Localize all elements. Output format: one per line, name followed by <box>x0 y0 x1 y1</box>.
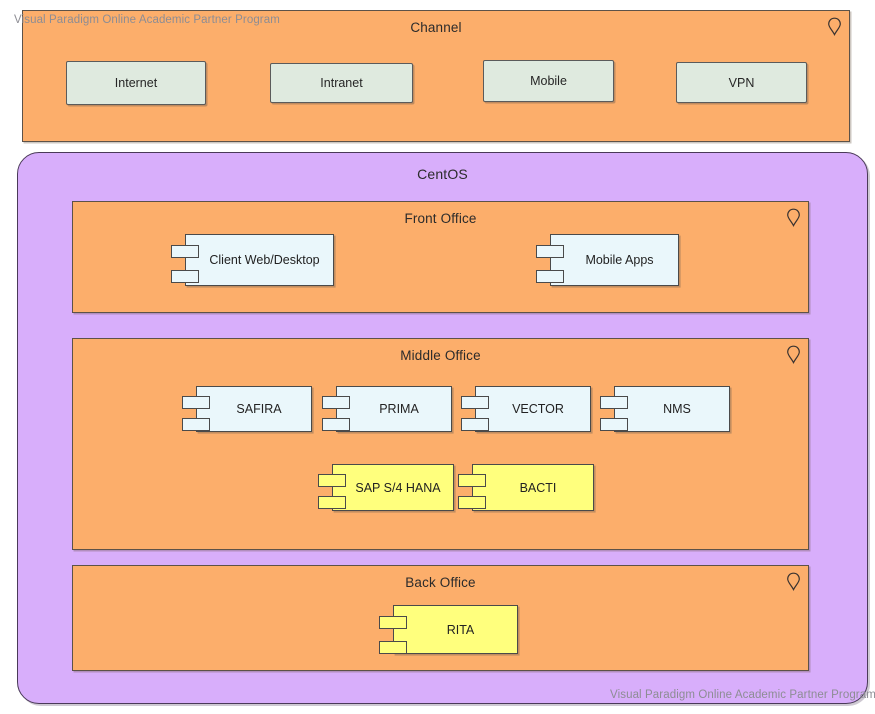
component-port-top-icon <box>379 616 407 629</box>
component-body: VECTOR <box>475 386 591 432</box>
component-label: Mobile Apps <box>585 253 654 267</box>
component-port-bottom-icon <box>182 418 210 431</box>
component-prima[interactable]: PRIMA <box>322 386 452 432</box>
component-port-top-icon <box>458 474 486 487</box>
component-port-top-icon <box>536 245 564 258</box>
component-rita[interactable]: RITA <box>379 605 518 654</box>
channel-box-vpn[interactable]: VPN <box>676 62 807 103</box>
component-port-top-icon <box>600 396 628 409</box>
node-middle-office[interactable]: Middle Office SAFIRA PRIMA <box>72 338 809 550</box>
component-client-web-desktop[interactable]: Client Web/Desktop <box>171 234 334 286</box>
component-port-top-icon <box>171 245 199 258</box>
node-front-office-title: Front Office <box>404 211 477 226</box>
component-sap-s4-hana[interactable]: SAP S/4 HANA <box>318 464 454 511</box>
component-body: RITA <box>393 605 518 654</box>
component-label: NMS <box>663 402 691 416</box>
component-vector[interactable]: VECTOR <box>461 386 591 432</box>
channel-box-label: Intranet <box>320 76 363 90</box>
component-nms[interactable]: NMS <box>600 386 730 432</box>
component-body: PRIMA <box>336 386 452 432</box>
component-body: SAP S/4 HANA <box>332 464 454 511</box>
watermark-top: Visual Paradigm Online Academic Partner … <box>14 14 280 26</box>
node-middle-office-title: Middle Office <box>400 348 481 363</box>
component-label: SAFIRA <box>236 402 282 416</box>
component-label: RITA <box>446 622 475 637</box>
component-port-top-icon <box>322 396 350 409</box>
component-port-bottom-icon <box>536 270 564 283</box>
component-label: Client Web/Desktop <box>209 253 320 267</box>
component-bacti[interactable]: BACTI <box>458 464 594 511</box>
component-safira[interactable]: SAFIRA <box>182 386 312 432</box>
node-marker-icon <box>827 17 842 36</box>
component-body: NMS <box>614 386 730 432</box>
component-label: SAP S/4 HANA <box>355 480 441 495</box>
component-port-bottom-icon <box>379 641 407 654</box>
component-body: BACTI <box>472 464 594 511</box>
component-port-top-icon <box>318 474 346 487</box>
component-port-bottom-icon <box>322 418 350 431</box>
node-centos[interactable]: CentOS Front Office Client Web/Desktop M… <box>17 152 868 704</box>
component-port-bottom-icon <box>171 270 199 283</box>
node-back-office[interactable]: Back Office RITA <box>72 565 809 671</box>
component-port-top-icon <box>461 396 489 409</box>
node-marker-icon <box>786 572 801 591</box>
channel-box-label: Internet <box>114 76 158 90</box>
node-marker-icon <box>786 208 801 227</box>
component-body: Mobile Apps <box>550 234 679 286</box>
channel-box-mobile[interactable]: Mobile <box>483 60 614 102</box>
component-port-top-icon <box>182 396 210 409</box>
component-body: SAFIRA <box>196 386 312 432</box>
component-body: Client Web/Desktop <box>185 234 334 286</box>
component-port-bottom-icon <box>458 496 486 509</box>
node-back-office-title: Back Office <box>405 575 476 590</box>
node-channel-title: Channel <box>410 20 462 35</box>
channel-box-label: Mobile <box>530 74 567 88</box>
channel-box-label: VPN <box>728 75 755 90</box>
component-label: VECTOR <box>512 402 564 416</box>
component-label: BACTI <box>519 480 557 495</box>
component-port-bottom-icon <box>600 418 628 431</box>
node-centos-title: CentOS <box>417 166 468 182</box>
channel-box-intranet[interactable]: Intranet <box>270 63 413 103</box>
component-port-bottom-icon <box>318 496 346 509</box>
node-front-office[interactable]: Front Office Client Web/Desktop Mobile A… <box>72 201 809 313</box>
component-port-bottom-icon <box>461 418 489 431</box>
watermark-bottom: Visual Paradigm Online Academic Partner … <box>610 689 875 701</box>
node-channel[interactable]: Channel Internet Intranet Mobile VPN <box>22 10 850 142</box>
component-mobile-apps[interactable]: Mobile Apps <box>536 234 679 286</box>
channel-box-internet[interactable]: Internet <box>66 61 206 105</box>
node-marker-icon <box>786 345 801 364</box>
component-label: PRIMA <box>379 402 419 416</box>
